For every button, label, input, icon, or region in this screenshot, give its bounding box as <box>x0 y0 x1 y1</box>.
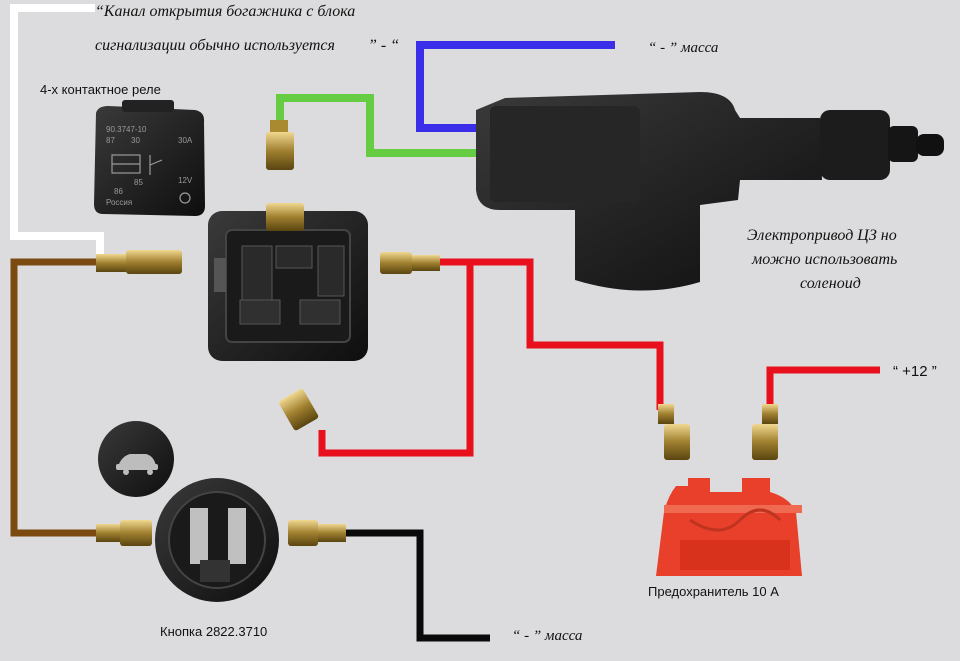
terminal-white-brown <box>96 250 182 274</box>
relay-pin-85: 85 <box>134 178 143 187</box>
relay-title: 4-х контактное реле <box>40 82 161 97</box>
green-wire <box>276 94 480 157</box>
terminal-fuse-right <box>752 404 778 460</box>
actuator-label-2: можно использовать <box>751 251 897 268</box>
ground-label-top: “ - ” масса <box>648 40 718 56</box>
relay-pin-87: 87 <box>106 136 115 145</box>
actuator <box>476 92 944 291</box>
red-wire-to-relay-bottom <box>318 262 474 457</box>
black-wire <box>345 529 490 642</box>
relay-schematic-icon <box>111 154 191 204</box>
fuse <box>656 478 802 576</box>
plus12-label: “ +12 ” <box>893 363 937 380</box>
note-minus: ” - “ <box>368 37 399 54</box>
relay-current: 30A <box>178 136 193 145</box>
relay-part-number: 90.3747-10 <box>106 125 147 134</box>
actuator-label-1: Электропривод ЦЗ но <box>747 227 897 244</box>
relay-voltage: 12V <box>178 176 193 185</box>
actuator-label-3: соленоид <box>800 275 861 292</box>
white-wire <box>10 4 104 265</box>
fuse-label: Предохранитель 10 А <box>648 584 779 599</box>
terminal-red-relay <box>380 252 440 274</box>
relay-socket <box>208 203 368 361</box>
blue-wire <box>416 41 615 132</box>
note-line-1: “Канал открытия богажника с блока <box>95 3 355 20</box>
relay-pin-86: 86 <box>114 187 123 196</box>
terminal-button-right <box>288 520 346 546</box>
relay-country: Россия <box>106 198 132 207</box>
terminal-button-left <box>96 520 152 546</box>
terminal-fuse-left <box>658 404 690 460</box>
terminal-green-top <box>266 120 294 170</box>
trunk-button-cap <box>98 421 174 497</box>
terminal-red-relay-bottom <box>279 389 319 431</box>
trunk-button-switch <box>155 478 279 602</box>
relay-pin-30: 30 <box>131 136 140 145</box>
red-wire-relay-to-fuse <box>438 258 664 410</box>
button-label: Кнопка 2822.3710 <box>160 624 267 639</box>
ground-label-bottom: “ - ” масса <box>512 628 582 644</box>
brown-wire <box>10 258 105 537</box>
red-wire-plus12 <box>766 366 880 410</box>
note-line-2: сигнализации обычно используется <box>95 37 335 54</box>
